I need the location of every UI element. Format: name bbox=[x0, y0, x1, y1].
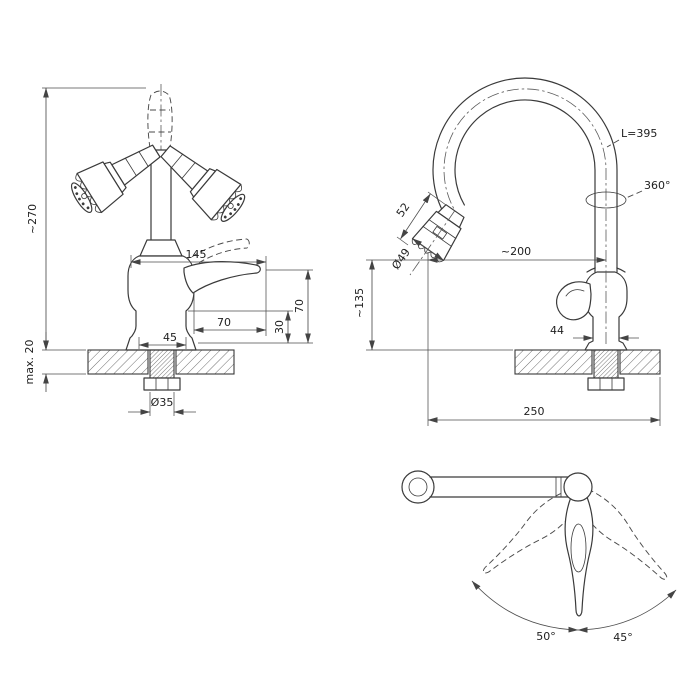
swivel-ellipse bbox=[585, 191, 627, 209]
dim-base-width: 45 bbox=[163, 331, 177, 344]
dim-mount-thickness: max. 20 bbox=[23, 340, 36, 385]
spray-head-up-dashed bbox=[147, 90, 173, 149]
countertop-front-left bbox=[87, 349, 149, 375]
dim-lever-height: 70 bbox=[293, 299, 306, 313]
top-view: 50° 45° bbox=[401, 470, 677, 644]
lever-knob-top bbox=[563, 472, 593, 502]
countertop-front-right bbox=[175, 349, 235, 375]
side-view: L=395 360° 52 Ø49 ~200 ~135 44 250 bbox=[353, 77, 671, 426]
dim-overall-height: ~270 bbox=[26, 204, 39, 234]
spout-arm-top bbox=[429, 476, 571, 498]
shank-front bbox=[149, 349, 175, 379]
gooseneck-outer bbox=[432, 77, 618, 273]
dim-lever-length: 145 bbox=[186, 248, 207, 261]
lever-top-inner-line bbox=[570, 523, 587, 573]
dim-overall-reach: 250 bbox=[524, 405, 545, 418]
label-swing-right: 45° bbox=[613, 631, 633, 644]
mounting-nut-side bbox=[587, 377, 625, 391]
dim-head-length: 52 bbox=[394, 201, 413, 220]
gooseneck-inner bbox=[454, 99, 596, 273]
dim-spout-reach: 70 bbox=[217, 316, 231, 329]
countertop-side-right bbox=[619, 349, 661, 375]
dim-reach: ~200 bbox=[501, 245, 531, 258]
front-view: ~270 max. 20 145 70 45 30 70 Ø35 bbox=[23, 84, 313, 416]
dim-outlet-height: ~135 bbox=[353, 288, 366, 318]
mounting-nut-front bbox=[143, 377, 181, 391]
dim-body-diameter: 44 bbox=[550, 324, 564, 337]
body-collar-front bbox=[139, 239, 183, 257]
spray-head-right bbox=[160, 145, 246, 222]
swing-arc-right bbox=[577, 589, 677, 633]
swing-arc-left bbox=[471, 580, 579, 633]
riser-column bbox=[150, 149, 172, 240]
label-swivel-angle: 360° bbox=[644, 179, 671, 192]
label-hose-length: L=395 bbox=[621, 127, 657, 140]
spray-head-left bbox=[70, 144, 161, 214]
front-dimensions: ~270 max. 20 145 70 45 30 70 Ø35 bbox=[23, 87, 313, 416]
base-circle-inner bbox=[408, 477, 428, 497]
swivel-leader bbox=[625, 190, 643, 199]
hose-length-leader bbox=[606, 139, 620, 148]
spout-centerline bbox=[409, 88, 607, 344]
base-circle-outer bbox=[401, 470, 435, 504]
lever-side bbox=[556, 281, 592, 321]
label-swing-left: 50° bbox=[536, 630, 556, 643]
lever-top bbox=[564, 493, 594, 617]
dim-step-height: 30 bbox=[273, 320, 286, 334]
shank-side bbox=[593, 349, 619, 379]
lever-front bbox=[183, 261, 261, 294]
countertop-side-left bbox=[514, 349, 593, 375]
dim-head-diameter: Ø49 bbox=[389, 246, 413, 272]
dim-shank-diameter: Ø35 bbox=[151, 396, 174, 409]
